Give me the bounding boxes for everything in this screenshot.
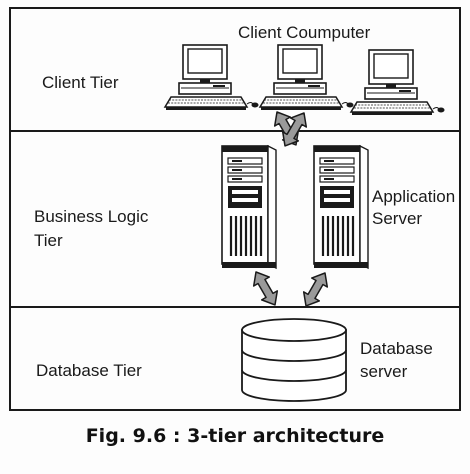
double-arrow-icon: [297, 267, 334, 312]
business-logic-tier-label-line1: Business Logic: [34, 207, 149, 226]
database-icon: [241, 318, 347, 402]
figure-number: Fig. 9.6 :: [85, 425, 181, 447]
server-icon-1: [220, 144, 278, 270]
business-logic-tier-label-line2: Tier: [34, 231, 63, 250]
server-icon-2: [312, 144, 370, 270]
figure-caption: Fig. 9.6 : 3-tier architecture: [0, 425, 470, 447]
client-computer-label: Client Coumputer: [238, 23, 371, 42]
application-server-label-line2: Server: [372, 209, 423, 228]
diagram-frame: [9, 7, 461, 411]
client-computer-icon-2: [259, 44, 355, 111]
database-tier-label: Database Tier: [36, 361, 142, 380]
database-server-label-line1: Database: [360, 339, 433, 358]
application-server-label-line1: Application: [372, 187, 456, 206]
database-server-label-line2: server: [360, 362, 408, 381]
figure-title: 3-tier architecture: [187, 425, 385, 447]
client-computer-icon-1: [164, 44, 260, 111]
client-tier-label: Client Tier: [42, 73, 119, 92]
client-computer-icon-3: [350, 49, 446, 116]
double-arrow-icon: [247, 266, 284, 311]
